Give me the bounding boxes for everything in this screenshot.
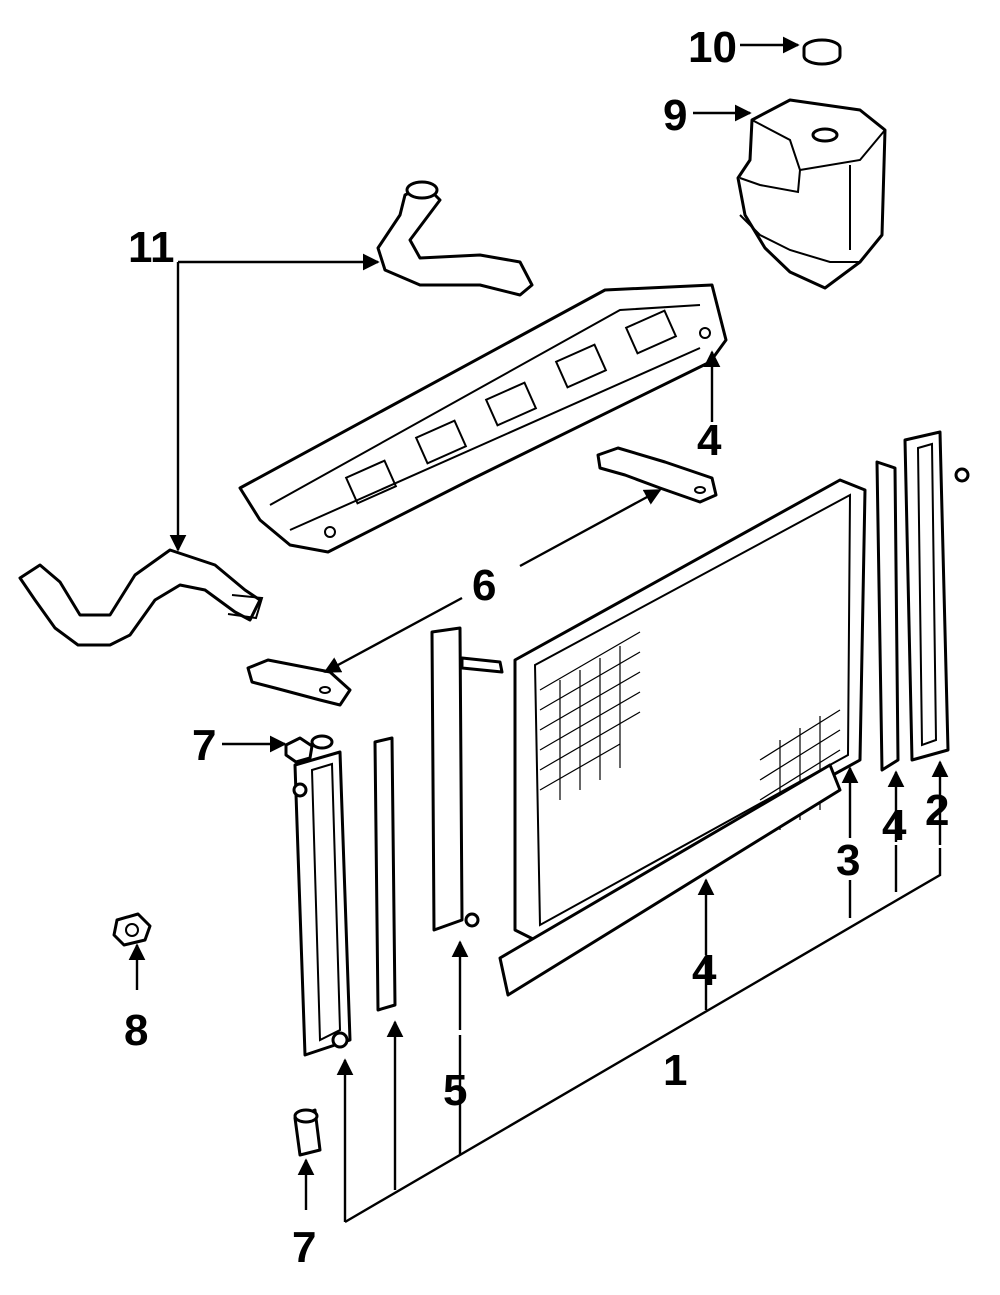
drain-plug-part xyxy=(293,1108,322,1157)
callout-1: 1 xyxy=(663,1046,687,1095)
callout-2: 2 xyxy=(925,786,949,835)
callout-10: 10 xyxy=(688,23,737,72)
left-seal-strip-part xyxy=(373,736,397,1012)
callout-4-shroud: 4 xyxy=(697,416,722,465)
upper-bracket-right-part xyxy=(596,446,718,504)
grommet-top-part xyxy=(284,736,314,764)
callout-9: 9 xyxy=(663,91,687,140)
fan-shroud-part xyxy=(238,283,728,554)
reservoir-cap-part xyxy=(802,38,842,66)
leader-lines xyxy=(128,36,949,1224)
callout-8: 8 xyxy=(124,1006,148,1055)
callout-7-top: 7 xyxy=(192,721,216,770)
callout-6: 6 xyxy=(472,561,496,610)
callout-11: 11 xyxy=(128,223,175,272)
right-seal-strip-part xyxy=(875,460,900,772)
left-tank-part xyxy=(292,734,352,1057)
callout-4-right: 4 xyxy=(882,801,907,850)
coolant-reservoir-part xyxy=(736,98,887,290)
callout-3: 3 xyxy=(836,836,860,885)
upper-hose-part xyxy=(376,180,534,297)
radiator-core-part xyxy=(513,478,867,942)
callout-4-bottom: 4 xyxy=(692,946,717,995)
right-tank-part xyxy=(903,430,970,762)
inner-tank-part xyxy=(430,626,504,932)
callout-7-bottom: 7 xyxy=(292,1223,316,1272)
radiator-cap-part xyxy=(112,912,152,947)
lower-seal-strip-part xyxy=(498,763,842,997)
callout-5: 5 xyxy=(443,1066,467,1115)
lower-hose-part xyxy=(18,548,264,647)
